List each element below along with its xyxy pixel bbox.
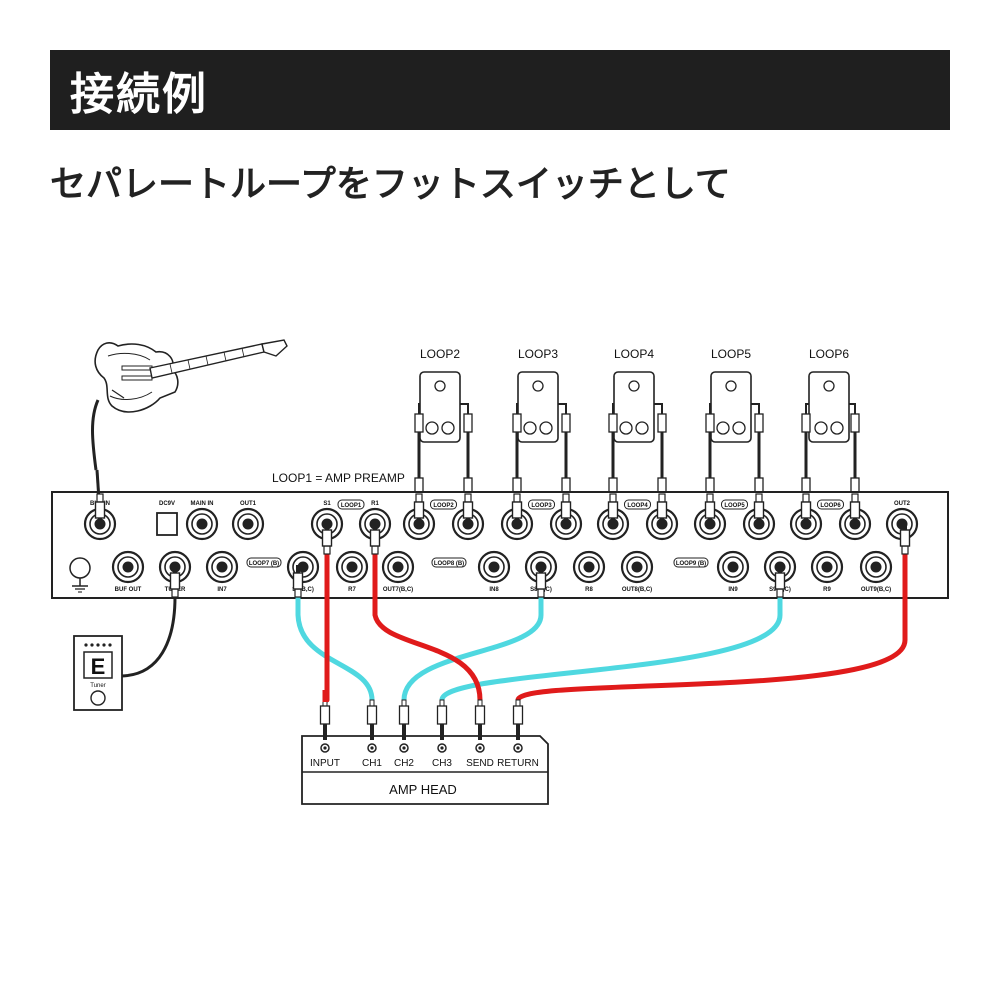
loop9-tag-label: LOOP9 (B) bbox=[676, 561, 706, 567]
channel-cables bbox=[295, 595, 783, 703]
loop-label: LOOP5 bbox=[711, 347, 751, 361]
jack-label: OUT8(B,C) bbox=[622, 587, 652, 593]
jack-label: MAIN IN bbox=[191, 501, 214, 507]
tuner-display: E bbox=[91, 654, 106, 679]
jack-label: R8 bbox=[585, 587, 593, 593]
jack-s1[interactable]: S1 bbox=[310, 501, 344, 541]
loop8-tag bbox=[431, 557, 467, 568]
cable-s9-to-ch3 bbox=[439, 595, 783, 703]
jack-main-in[interactable]: MAIN IN bbox=[185, 501, 219, 541]
jack-r9[interactable]: R9 bbox=[810, 550, 844, 593]
page-title: 接続例 bbox=[70, 69, 208, 120]
jack-label: S1 bbox=[323, 501, 331, 507]
loop9-tag bbox=[673, 557, 709, 568]
jack-label: S7(B,C) bbox=[292, 587, 314, 593]
jack-out2[interactable]: OUT2 bbox=[885, 501, 919, 541]
amp-jack-ch2[interactable]: CH2 bbox=[394, 699, 414, 769]
loop-tag bbox=[430, 499, 457, 510]
amp-head: AMP HEAD bbox=[301, 735, 549, 805]
loop1-annotation: LOOP1 = AMP PREAMP bbox=[272, 471, 405, 485]
amp-jack-input[interactable]: INPUT bbox=[310, 699, 340, 769]
loop-tag-label: LOOP6 bbox=[820, 503, 841, 509]
jack-label: OUT2 bbox=[894, 501, 911, 507]
loop-pedal-5: LOOP5 bbox=[705, 347, 764, 510]
jack-label: OUT7(B,C) bbox=[383, 587, 413, 593]
loop-label: LOOP3 bbox=[518, 347, 558, 361]
dc-power-jack[interactable]: DC9V bbox=[156, 501, 178, 536]
loop-tag bbox=[817, 499, 844, 510]
jack-label: R7 bbox=[348, 587, 356, 593]
jack-label: OUT9(B,C) bbox=[861, 587, 891, 593]
loop-label: LOOP4 bbox=[614, 347, 654, 361]
loop1-tag bbox=[337, 499, 365, 510]
send-return-cables bbox=[324, 549, 908, 703]
amp-jack-label: RETURN bbox=[497, 758, 539, 769]
cable-out2-to-return bbox=[515, 549, 908, 703]
ground-icon bbox=[69, 557, 91, 593]
cable-r1-to-send bbox=[372, 549, 483, 703]
loop-tag-label: LOOP2 bbox=[433, 503, 454, 509]
header-bar bbox=[50, 50, 950, 130]
amp-jack-label: INPUT bbox=[310, 758, 340, 769]
jack-label: DC9V bbox=[159, 501, 175, 507]
jack-r7[interactable]: R7 bbox=[335, 550, 369, 593]
jack-label: IN8 bbox=[489, 587, 499, 593]
loop-pedal-2: LOOP2 bbox=[414, 347, 473, 510]
jack-label: OUT1 bbox=[240, 501, 257, 507]
page-subtitle: セパレートループをフットスイッチとして bbox=[50, 164, 731, 205]
loop7-tag bbox=[246, 557, 282, 568]
guitar-icon bbox=[91, 339, 288, 471]
amp-jack-label: CH2 bbox=[394, 758, 414, 769]
switcher-unit bbox=[51, 491, 949, 599]
amp-jack-ch3[interactable]: CH3 bbox=[432, 699, 452, 769]
loop8-tag-label: LOOP8 (B) bbox=[434, 561, 464, 567]
jack-r1[interactable]: R1 bbox=[358, 501, 392, 541]
jack-r8[interactable]: R8 bbox=[572, 550, 606, 593]
jack-s7-blc[interactable]: S7(B,C) bbox=[286, 550, 320, 593]
cable-s8-to-ch2 bbox=[401, 595, 544, 703]
loop1-tag-label: LOOP1 bbox=[341, 503, 362, 509]
cable-s7-to-ch1 bbox=[295, 595, 375, 703]
loop-tag-label: LOOP4 bbox=[627, 503, 648, 509]
jack-in8[interactable]: IN8 bbox=[477, 550, 511, 593]
loop-tag-label: LOOP3 bbox=[531, 503, 552, 509]
tuner-label: Tuner bbox=[90, 683, 105, 689]
loop7-tag-label: LOOP7 (B) bbox=[249, 561, 279, 567]
tuner-cable bbox=[119, 564, 181, 678]
jack-buf-out[interactable]: BUF OUT bbox=[111, 550, 145, 593]
loop-tag bbox=[624, 499, 651, 510]
jack-label: R1 bbox=[371, 501, 379, 507]
amp-jack-label: CH3 bbox=[432, 758, 452, 769]
jack-label: IN7 bbox=[217, 587, 227, 593]
tuner-pedal: E Tuner bbox=[73, 635, 123, 711]
loop-tag bbox=[721, 499, 748, 510]
jack-in9[interactable]: IN9 bbox=[716, 550, 750, 593]
amp-head-label: AMP HEAD bbox=[389, 782, 457, 797]
loop-label: LOOP2 bbox=[420, 347, 460, 361]
jack-in7[interactable]: IN7 bbox=[205, 550, 239, 593]
loop-pedal-6: LOOP6 bbox=[801, 347, 860, 510]
jack-out1[interactable]: OUT1 bbox=[231, 501, 265, 541]
amp-jack-send[interactable]: SEND bbox=[466, 699, 494, 769]
guitar-cable bbox=[94, 469, 106, 527]
loop-label: LOOP6 bbox=[809, 347, 849, 361]
loop-pedal-3: LOOP3 bbox=[512, 347, 571, 510]
amp-jack-label: CH1 bbox=[362, 758, 382, 769]
loop-tag bbox=[528, 499, 555, 510]
jack-out9-blc[interactable]: OUT9(B,C) bbox=[859, 550, 893, 593]
loop-pedal-4: LOOP4 bbox=[608, 347, 667, 510]
loop-tag-label: LOOP5 bbox=[724, 503, 745, 509]
jack-label: BUF OUT bbox=[115, 587, 142, 593]
amp-jack-label: SEND bbox=[466, 758, 494, 769]
jack-out7-blc[interactable]: OUT7(B,C) bbox=[381, 550, 415, 593]
jack-label: IN9 bbox=[728, 587, 738, 593]
tuner-footswitch[interactable] bbox=[90, 690, 106, 706]
amp-jack-return[interactable]: RETURN bbox=[497, 699, 539, 769]
amp-jack-ch1[interactable]: CH1 bbox=[362, 699, 382, 769]
jack-label: R9 bbox=[823, 587, 831, 593]
jack-out8-blc[interactable]: OUT8(B,C) bbox=[620, 550, 654, 593]
